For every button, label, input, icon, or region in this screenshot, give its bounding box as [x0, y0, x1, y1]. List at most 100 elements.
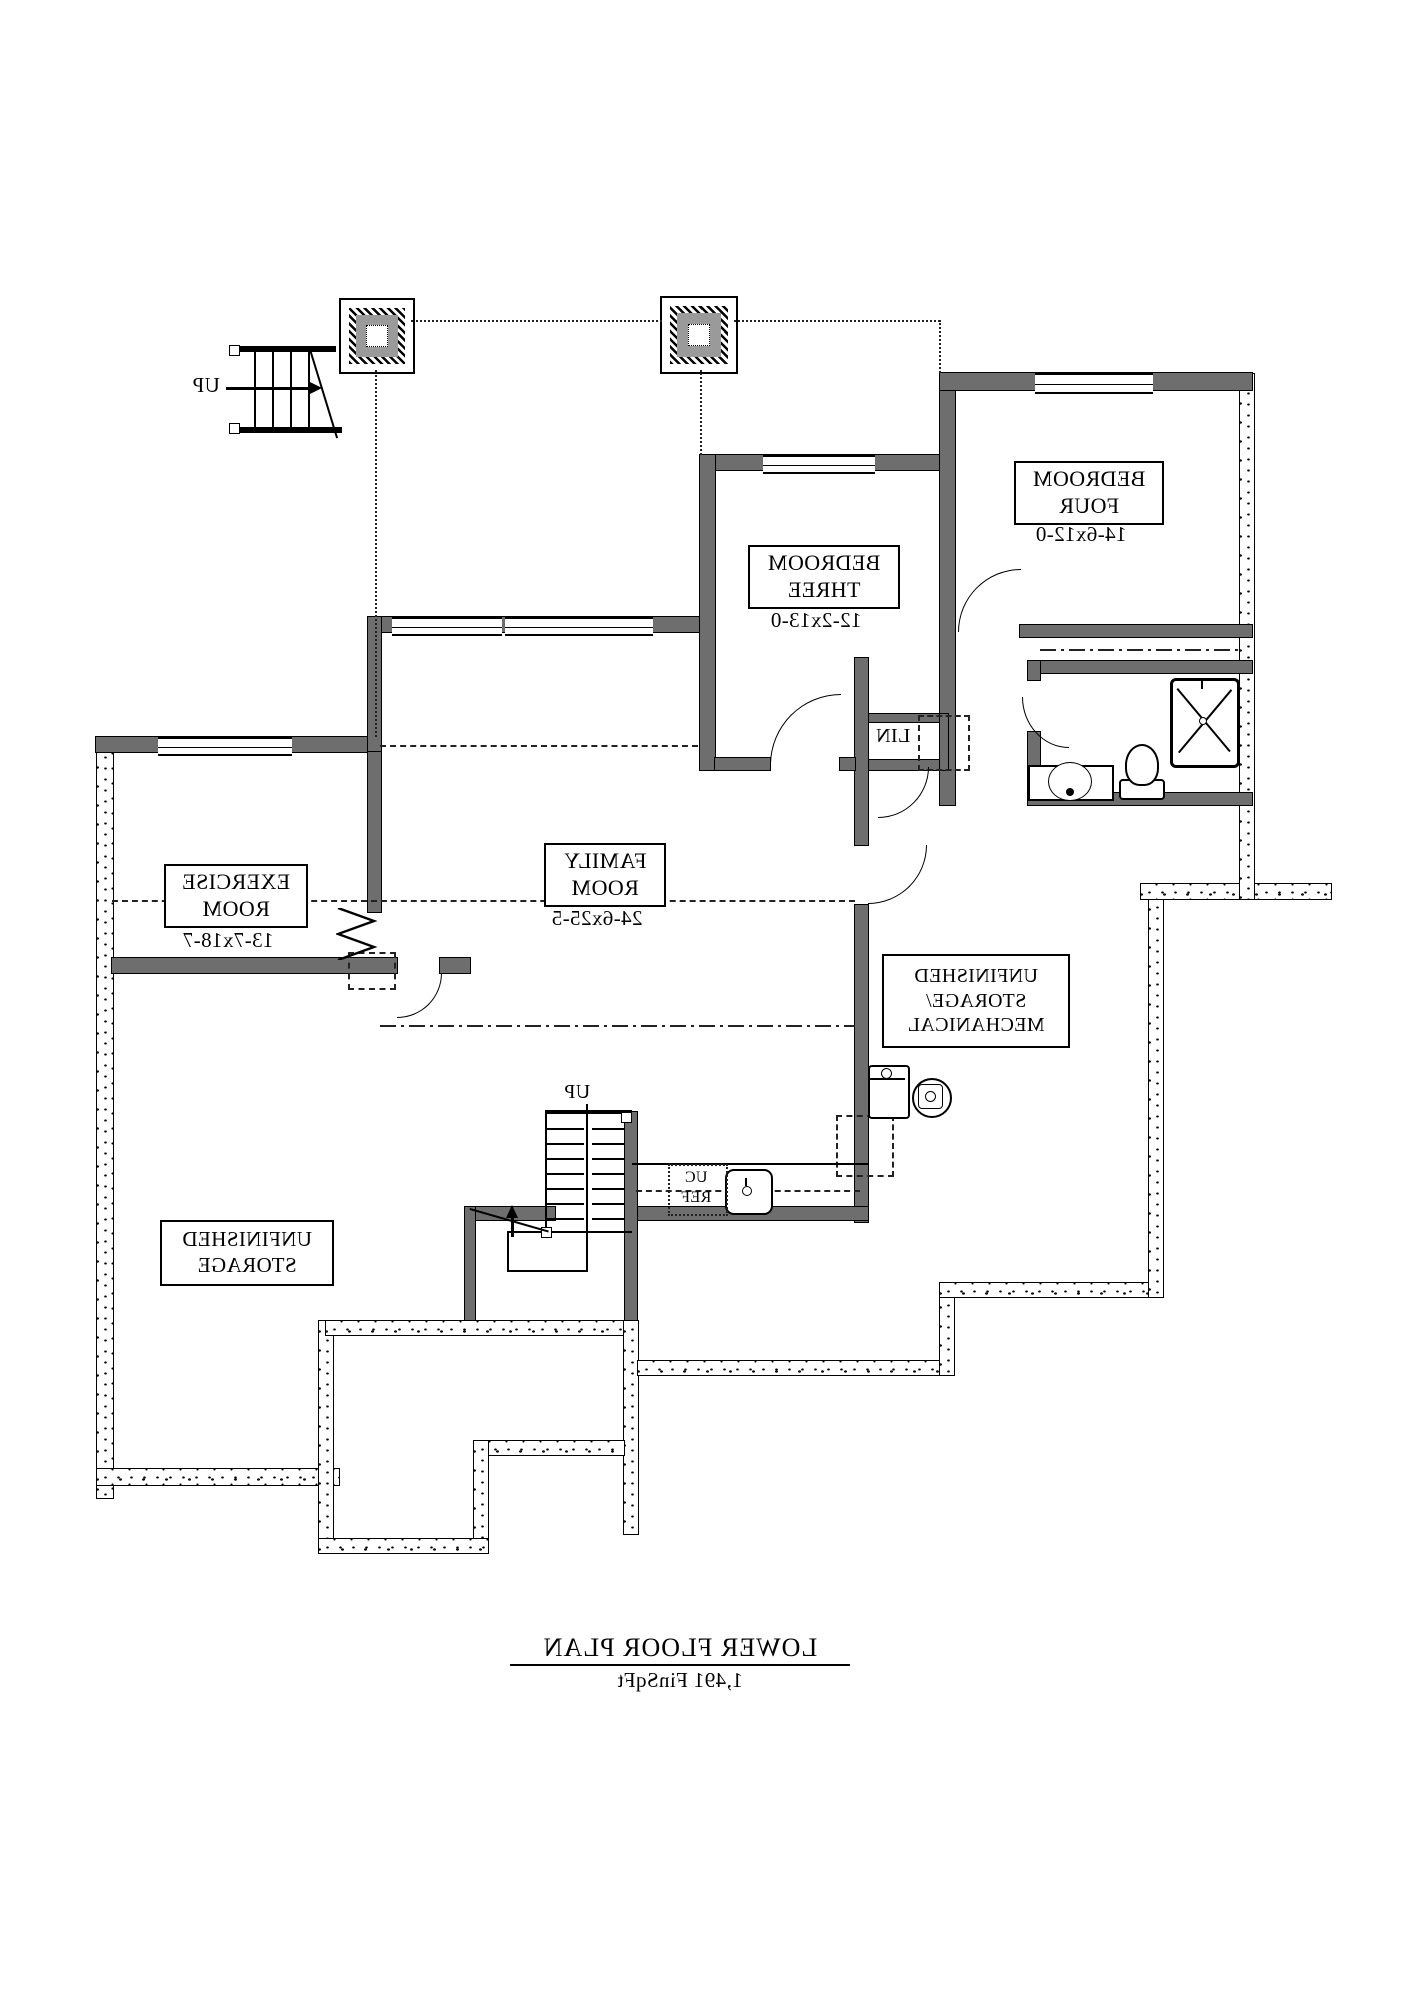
wall-concrete-east-lower — [1148, 898, 1164, 1298]
wall-closet-front — [1029, 660, 1253, 674]
plan-title-area: 1,491 FinSqFt — [617, 1668, 743, 1693]
bar-counter-edge — [632, 1163, 868, 1165]
chimney-1-flue — [366, 325, 388, 347]
stairs-ul-arrow-head — [308, 381, 322, 395]
wall-concrete-patio-left — [318, 1320, 334, 1554]
label-up-stairs-center: UP — [558, 1080, 596, 1104]
door-arc-bedroom3 — [770, 694, 841, 765]
window-bedroom3 — [763, 455, 875, 474]
wall-bedroom3-bedroom4-divider — [939, 372, 956, 806]
centerline-family — [380, 1025, 855, 1027]
label-family-room: FAMILY ROOM — [544, 843, 666, 907]
wall-bath-left-upper — [1027, 660, 1041, 681]
beam-line-mid — [112, 900, 855, 902]
stairs-c-newel-top — [621, 1112, 632, 1123]
chimney-2-flue — [687, 323, 711, 347]
wall-bedroom4-bottom — [1019, 624, 1253, 638]
furnace-knob — [881, 1068, 892, 1079]
dotted-connector-v1 — [375, 370, 377, 737]
wall-stairs-landing-v — [464, 1206, 476, 1321]
wall-concrete-patio-top — [325, 1320, 639, 1336]
wall-linen-right — [939, 713, 949, 771]
wall-concrete-south-step — [939, 1296, 955, 1376]
stairs-c-leader — [586, 1103, 588, 1272]
label-bedroom-four-dims: 14-6x12-0 — [1035, 522, 1127, 547]
dotted-connector-v2 — [700, 370, 702, 455]
wall-concrete-patio-bottom — [318, 1538, 489, 1554]
dotted-connector-h2 — [734, 320, 940, 322]
wall-storage-top-left — [111, 957, 398, 974]
stairs-c-top-rail — [545, 1110, 632, 1114]
stairs-c-left-rail — [545, 1112, 547, 1233]
label-up-stairs-top: UP — [192, 373, 220, 398]
stairs-ul-bottom-rail — [230, 427, 342, 433]
shower-drain — [1199, 717, 1207, 725]
wall-concrete-patio-right — [623, 1320, 639, 1535]
door-arc-mechanical — [868, 845, 927, 904]
stairs-c-landing-left — [507, 1231, 509, 1272]
door-arc-hall — [878, 767, 929, 818]
label-exercise-room-dims: 13-7x18-7 — [182, 928, 274, 953]
furnace-panel-line — [869, 1078, 905, 1080]
wall-concrete-storage-bottom — [96, 1468, 340, 1486]
stairs-ul-arrow-shaft — [226, 387, 310, 390]
mechanical-dashed-square — [836, 1115, 894, 1177]
label-linen: LIN — [875, 724, 911, 747]
window-exercise — [158, 737, 292, 756]
window-bedroom4 — [1035, 373, 1153, 394]
wall-family-right-lower — [854, 904, 869, 1223]
window-family-1 — [392, 617, 502, 636]
wall-bedroom3-bottom-left — [714, 757, 771, 771]
wall-concrete-south — [637, 1360, 955, 1376]
linen-bypass-doors — [918, 715, 970, 771]
wall-bedroom3-left — [699, 454, 716, 771]
stairs-c-arrow-shaft — [511, 1217, 514, 1237]
stairs-ul-newel-top — [229, 345, 240, 356]
wall-concrete-patio-step-h — [473, 1440, 625, 1456]
stairs-ul-newel-bottom — [229, 423, 240, 434]
stairs-c-landing-bottom — [507, 1270, 587, 1272]
vanity-drain — [1066, 788, 1074, 796]
bar-sink-faucet — [742, 1186, 752, 1196]
label-exercise-room: EXERCISE ROOM — [164, 864, 308, 928]
wall-jog-exercise-family — [367, 616, 382, 758]
shower-head — [1201, 681, 1203, 689]
wall-linen-bottom — [857, 759, 949, 771]
stairs-c-treads-left — [547, 1118, 584, 1233]
stairs-c-newel-bottom — [541, 1227, 552, 1238]
chimney-2-brick-ring — [670, 306, 728, 364]
toilet-bowl — [1125, 744, 1159, 786]
chimney-1-brick-ring — [348, 307, 406, 365]
stairs-c-treads-right — [592, 1118, 625, 1233]
wall-concrete-east-shelf — [1140, 883, 1332, 900]
bifold-door-exercise — [336, 908, 378, 960]
dotted-connector-v3 — [939, 320, 941, 373]
wall-linen-top — [857, 713, 949, 723]
stairs-c-bottom-line — [507, 1231, 632, 1233]
wall-stairs-right — [624, 1111, 638, 1321]
door-arc-storage — [397, 973, 442, 1018]
label-uc-ref: UC REF — [680, 1169, 712, 1206]
wall-concrete-patio-step-v — [473, 1440, 489, 1542]
wall-bedroom3-bottom-right — [839, 757, 856, 771]
plan-title: LOWER FLOOR PLAN — [510, 1632, 850, 1666]
label-bedroom-three-dims: 12-2x13-0 — [770, 608, 862, 633]
uc-ref-dotted-outline — [668, 1164, 728, 1216]
closet-rod-line — [1040, 649, 1240, 651]
post-dashed-square — [348, 952, 396, 990]
window-family-2 — [505, 617, 653, 636]
chimney-1 — [339, 298, 415, 374]
stairs-c-arrow-head — [506, 1205, 518, 1218]
dotted-connector-h1 — [411, 320, 662, 322]
wall-family-right-upper — [854, 657, 869, 846]
label-unfinished-storage: UNFINISHED STORAGE — [160, 1220, 334, 1286]
beam-line-family-upper — [380, 745, 698, 747]
label-bedroom-three: BEDROOM THREE — [748, 545, 900, 609]
door-arc-bedroom4 — [958, 569, 1021, 632]
bar-sink — [725, 1169, 773, 1215]
chimney-2 — [660, 296, 738, 374]
label-family-room-dims: 24-6x25-5 — [551, 906, 643, 931]
bar-sink-faucet-stem — [745, 1178, 747, 1186]
label-storage-mechanical: UNFINISHED STORAGE/ MECHANICAL — [882, 954, 1070, 1048]
